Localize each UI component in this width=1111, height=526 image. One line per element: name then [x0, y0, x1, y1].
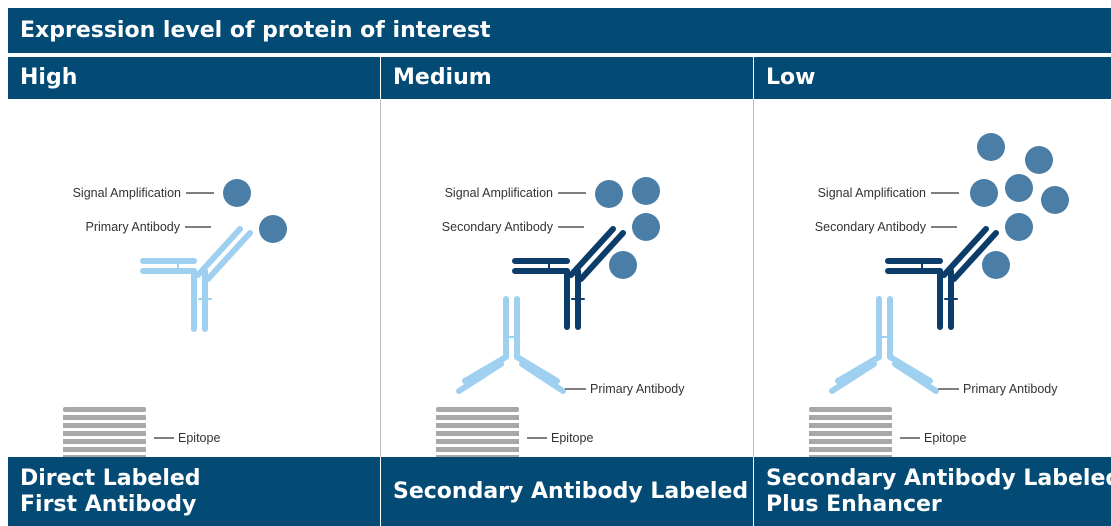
label-epitope: Epitope [551, 431, 593, 445]
label-secondary-antibody: Secondary Antibody [815, 220, 927, 234]
column-divider [380, 99, 381, 457]
label-epitope: Epitope [924, 431, 966, 445]
signal-dot [632, 177, 660, 205]
epitope-icon [436, 407, 519, 457]
label-primary-antibody: Primary Antibody [86, 220, 181, 234]
column-footer-high: Direct Labeled First Antibody [8, 457, 380, 526]
label-signal-amplification: Signal Amplification [73, 186, 181, 200]
label-primary-antibody: Primary Antibody [963, 382, 1058, 396]
label-secondary-antibody: Secondary Antibody [442, 220, 554, 234]
signal-dot [1005, 213, 1033, 241]
panel-low-diagram: Signal Amplification Secondary Antibody [809, 133, 1069, 457]
footer-line: Plus Enhancer [766, 491, 942, 517]
label-primary-antibody: Primary Antibody [590, 382, 685, 396]
label-epitope: Epitope [178, 431, 220, 445]
epitope-icon [63, 407, 146, 457]
signal-dot [970, 179, 998, 207]
signal-dot [223, 179, 251, 207]
column-footer-medium: Secondary Antibody Labeled [381, 457, 753, 526]
signal-dot [609, 251, 637, 279]
footer-line: Secondary Antibody Labeled [766, 465, 1111, 491]
column-header-high: High [8, 57, 380, 99]
label-signal-amplification: Signal Amplification [818, 186, 926, 200]
footer-line: Direct Labeled [20, 465, 201, 491]
secondary-antibody-icon [885, 226, 999, 330]
column-divider [753, 99, 754, 457]
signal-dot [1025, 146, 1053, 174]
epitope-icon [809, 407, 892, 457]
signal-dot [1041, 186, 1069, 214]
column-header-medium: Medium [381, 57, 753, 99]
figure-title: Expression level of protein of interest [8, 8, 1111, 53]
column-footer-low: Secondary Antibody Labeled Plus Enhancer [754, 457, 1111, 526]
panel-high-diagram: Signal Amplification Primary Antibody [63, 179, 287, 457]
signal-dot [977, 133, 1005, 161]
primary-antibody-icon [456, 296, 566, 394]
footer-line: Secondary Antibody Labeled [393, 478, 749, 504]
primary-antibody-icon [829, 296, 939, 394]
panel-medium-diagram: Signal Amplification Secondary Antibody [436, 177, 685, 457]
signal-dot [1005, 174, 1033, 202]
signal-dot [632, 213, 660, 241]
signal-dot [982, 251, 1010, 279]
signal-dot [595, 180, 623, 208]
footer-line: First Antibody [20, 491, 197, 517]
secondary-antibody-icon [512, 226, 626, 330]
column-header-low: Low [754, 57, 1111, 99]
primary-antibody-icon [140, 226, 253, 332]
signal-dot [259, 215, 287, 243]
label-signal-amplification: Signal Amplification [445, 186, 553, 200]
